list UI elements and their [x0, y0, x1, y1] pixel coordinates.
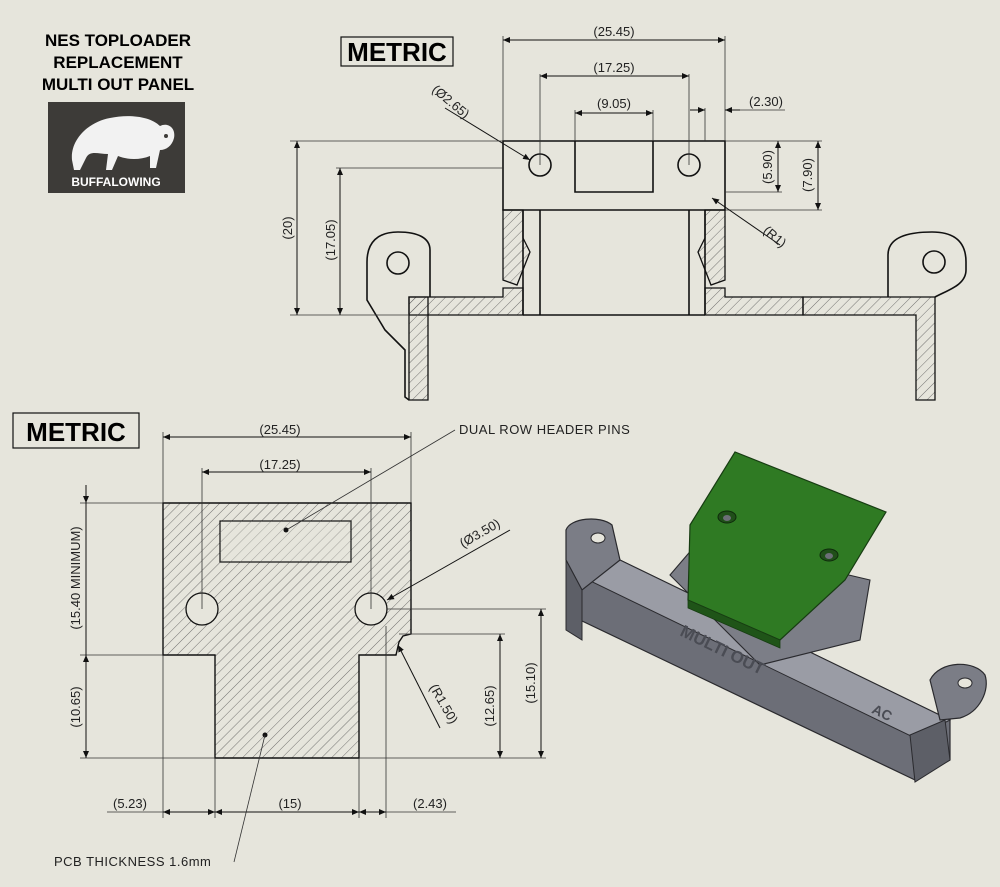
note-header-pins: DUAL ROW HEADER PINS	[459, 422, 630, 437]
dim-h-790: (7.90)	[800, 158, 815, 192]
render-ac-label: AC	[870, 701, 895, 724]
dim-left: (5.23)	[113, 796, 147, 811]
metric-label-bottom: METRIC	[12, 412, 140, 449]
dim-h-1510: (15.10)	[523, 662, 538, 703]
left-tab-hole	[386, 251, 410, 275]
dim-radius-top: (R1)	[760, 223, 789, 251]
dim-h-1065: (10.65)	[68, 686, 83, 727]
buffalo-icon	[71, 116, 175, 170]
right-tab-outline	[887, 231, 967, 298]
dim-width-outer-pcb: (25.45)	[259, 422, 300, 437]
title-line-1: NES TOPLOADER	[45, 31, 191, 50]
right-base-mid-section	[704, 287, 804, 316]
title-line-2: REPLACEMENT	[53, 53, 183, 72]
pcb-dimensions: (25.45) (17.25) DUAL ROW HEADER PINS (Ø3…	[54, 422, 630, 869]
dim-hole-spacing-top: (17.25)	[593, 60, 634, 75]
right-tab-hole	[922, 250, 946, 274]
dim-h-1265: (12.65)	[482, 685, 497, 726]
note-pcb-thickness: PCB THICKNESS 1.6mm	[54, 854, 211, 869]
dim-hole-dia-pcb: (Ø3.50)	[457, 516, 503, 551]
dim-height-20: (20)	[280, 216, 295, 239]
top-slot-outline	[574, 141, 654, 193]
dim-center: (15)	[278, 796, 301, 811]
left-tab	[565, 518, 621, 591]
right-tab	[929, 663, 987, 721]
dim-slot-width: (9.05)	[597, 96, 631, 111]
metric-text-top: METRIC	[347, 37, 447, 67]
dim-width-outer-top: (25.45)	[593, 24, 634, 39]
title-block: NES TOPLOADER REPLACEMENT MULTI OUT PANE…	[42, 31, 194, 94]
dim-hole-dia-top: (Ø2.65)	[429, 82, 472, 122]
dim-edge: (2.30)	[749, 94, 783, 109]
render-3d: MULTI OUT AC	[565, 451, 987, 783]
dim-right: (2.43)	[413, 796, 447, 811]
right-clip-section	[697, 209, 726, 286]
left-tab-outline	[366, 231, 431, 401]
right-leg-section	[802, 296, 936, 401]
pcb-outline	[162, 502, 412, 759]
buffalo-logo: BUFFALOWING	[48, 102, 185, 193]
dim-min-height: (15.40 MINIMUM)	[68, 526, 83, 629]
logo-text: BUFFALOWING	[71, 175, 160, 189]
left-leg-section	[408, 296, 429, 401]
metric-text-bottom: METRIC	[26, 417, 126, 447]
inner-walls	[539, 210, 690, 315]
top-section-view: (25.45) (17.25) (9.05) (2.30) (Ø2.65)	[280, 24, 967, 401]
metric-label-top: METRIC	[340, 36, 454, 67]
left-clip-section	[502, 209, 531, 286]
dim-height-1705: (17.05)	[323, 219, 338, 260]
dim-hole-spacing-pcb: (17.25)	[259, 457, 300, 472]
title-line-3: MULTI OUT PANEL	[42, 75, 194, 94]
inner-walls-2	[522, 210, 706, 315]
dim-h-590: (5.90)	[760, 150, 775, 184]
top-dimensions: (25.45) (17.25) (9.05) (2.30) (Ø2.65)	[280, 24, 822, 316]
dim-radius-pcb: (R1.50)	[427, 681, 462, 726]
pcb-view: (25.45) (17.25) DUAL ROW HEADER PINS (Ø3…	[54, 422, 630, 869]
